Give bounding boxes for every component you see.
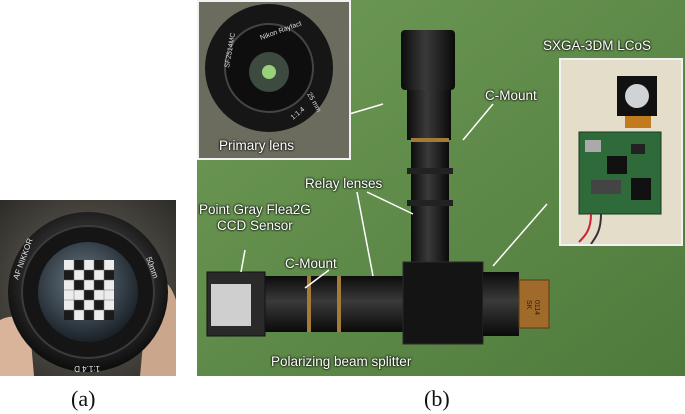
caption-b: (b) [424,386,450,411]
label-primary-lens: Primary lens [219,138,295,153]
label-sensor: Point Gray Flea2G CCD Sensor [199,202,311,234]
photo-panel-b: SK 0114 Nikon Rayfact 25 mm 1:1.4 SF2514… [197,0,685,376]
lens-photo-a: AF NIKKOR 50mm 1:1.4 D [0,200,176,376]
label-beam-splitter: Polarizing beam splitter [271,354,412,369]
checkerboard-pattern [64,260,114,320]
label-sensor-line2: CCD Sensor [217,218,293,233]
lcos-inset [559,58,683,246]
primary-lens-photo: Nikon Rayfact 25 mm 1:1.4 SF2514MC [205,4,333,132]
primary-lens-inset: Nikon Rayfact 25 mm 1:1.4 SF2514MC [197,0,351,160]
beam-splitter-cube [402,261,484,345]
ccd-camera-label [211,284,251,326]
label-relay-lenses: Relay lenses [305,176,383,191]
horizontal-relay-tube [257,276,407,332]
lcos-mount [483,272,519,336]
flex-text-1: SK [525,300,532,310]
label-c-mount-bottom: C-Mount [285,256,337,271]
label-c-mount-top: C-Mount [485,88,537,103]
vertical-relay-tube [401,30,455,270]
flex-cable [518,279,550,329]
label-lcos: SXGA-3DM LCoS [543,38,652,53]
caption-a: (a) [71,386,96,411]
photo-panel-a: AF NIKKOR 50mm 1:1.4 D [0,200,176,376]
flex-text-2: 0114 [533,300,540,315]
lcos-board-photo [578,76,662,244]
label-sensor-line1: Point Gray Flea2G [199,202,311,217]
lens-text-bottom: 1:1.4 D [74,364,100,373]
